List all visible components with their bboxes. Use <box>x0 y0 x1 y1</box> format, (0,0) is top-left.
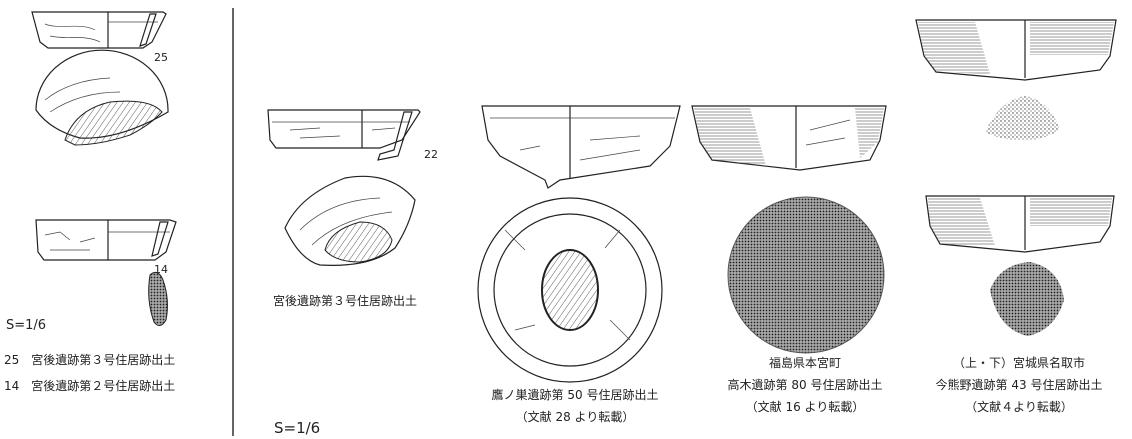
sherd-imakumano-lower <box>990 262 1064 336</box>
bowl-imakumano-upper-profile <box>915 19 1117 81</box>
caption-imakumano-line-1: （上・下）宮城県名取市 <box>952 356 1085 370</box>
bowl-22-profile <box>267 109 421 161</box>
scale-label-left: S=1/6 <box>6 318 47 333</box>
caption-takagi-line-1: 福島県本宮町 <box>768 356 841 370</box>
bowl-25-base <box>35 49 169 146</box>
caption-takagi-line-3: （文献 16 より転載） <box>745 400 865 414</box>
caption-takanosu-line-2: （文献 28 より転載） <box>515 410 635 424</box>
caption-takanosu-line-1: 鷹ノ巣遺跡第 50 号住居跡出土 <box>491 388 659 402</box>
caption-imakumano-line-2: 今熊野遺跡第 43 号住居跡出土 <box>935 378 1103 392</box>
figure-number-25: 25 <box>154 51 168 64</box>
caption-imakumano-line-3: （文献４より転載） <box>965 400 1073 414</box>
legend-item-14: 14 宮後遺跡第２号住居跡出土 <box>4 379 176 393</box>
bowl-imakumano-lower-profile <box>925 195 1115 253</box>
sherd-imakumano-upper <box>985 96 1060 141</box>
legend-item-25: 25 宮後遺跡第３号住居跡出土 <box>4 353 176 367</box>
bowl-22-base <box>284 175 416 266</box>
bowl-takanosu-profile <box>481 105 681 189</box>
caption-takanosu: 鷹ノ巣遺跡第 50 号住居跡出土 （文献 28 より転載） <box>460 384 690 428</box>
scale-label-main: S=1/6 <box>274 419 321 437</box>
figure-number-22: 22 <box>424 148 438 161</box>
caption-imakumano: （上・下）宮城県名取市 今熊野遺跡第 43 号住居跡出土 （文献４より転載） <box>906 352 1132 418</box>
bowl-takanosu-base <box>477 197 663 383</box>
bowl-25-profile <box>31 11 167 49</box>
bowl-14-profile <box>35 219 177 261</box>
caption-takagi-line-2: 高木遺跡第 80 号住居跡出土 <box>727 378 883 392</box>
bowl-takagi-profile <box>691 105 887 171</box>
sherd-14 <box>148 271 168 326</box>
figure-number-14: 14 <box>154 263 168 276</box>
bowl-takagi-base <box>727 196 885 354</box>
caption-miyago: 宮後遺跡第３号住居跡出土 <box>272 294 417 308</box>
caption-takagi: 福島県本宮町 高木遺跡第 80 号住居跡出土 （文献 16 より転載） <box>690 352 920 418</box>
